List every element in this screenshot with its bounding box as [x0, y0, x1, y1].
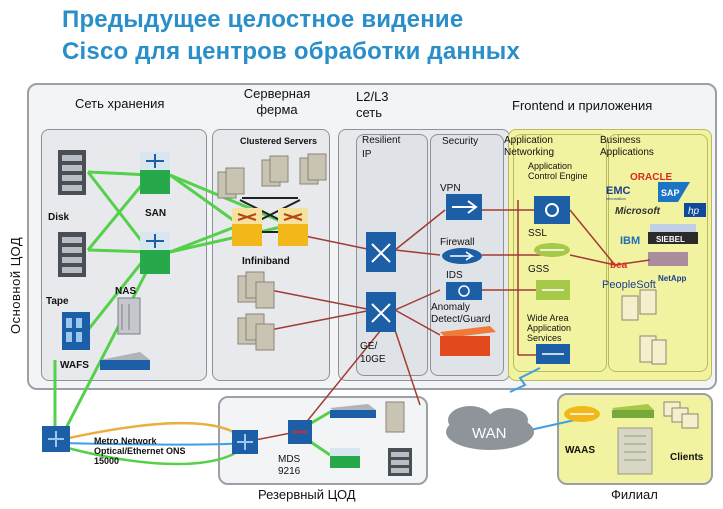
- oracle-logo: ORACLE: [630, 172, 673, 183]
- gss-appliance-icon: [536, 280, 570, 300]
- backup-router-icon: [330, 404, 376, 418]
- bea-logo: bea: [610, 260, 628, 271]
- anomaly-guard-label: Anomaly Detect/Guard: [431, 302, 491, 325]
- svg-text:information: information: [606, 196, 626, 201]
- server-farm-title: Серверная ферма: [243, 86, 311, 117]
- wan-cloud-icon: [446, 406, 534, 450]
- siebel-logo: SIEBEL: [648, 232, 698, 244]
- san-links: [53, 170, 331, 457]
- clustered-servers-label: Clustered Servers: [240, 136, 318, 146]
- gss-label: GSS: [528, 264, 550, 275]
- nas-label: NAS: [115, 286, 137, 297]
- metro-ons-icon: [42, 426, 70, 452]
- svg-text:ORACLE: ORACLE: [630, 172, 673, 183]
- branch-building-icon: [617, 427, 653, 475]
- backup-ons-icon: [232, 430, 258, 454]
- branch-waas-label: WAAS: [565, 445, 595, 456]
- branch-clients-label: Clients: [670, 452, 704, 463]
- ssl-label: SSL: [528, 228, 547, 239]
- peoplesoft-logo: PeopleSoft: [602, 279, 656, 291]
- business-apps-label: Business Applications: [600, 135, 654, 158]
- hp-logo: hp: [684, 203, 706, 217]
- wafs-label: WAFS: [60, 360, 89, 371]
- ace-label: Application Control Engine: [528, 161, 588, 181]
- mds-switch-icon: [288, 420, 312, 444]
- frontend-title: Frontend и приложения: [512, 98, 653, 113]
- disk-array-icon: [58, 232, 86, 277]
- anomaly-guard-icon: [440, 326, 496, 356]
- core-switch-icon: [366, 292, 396, 332]
- disk-label: Disk: [48, 212, 70, 223]
- app-networking-label: Application Networking: [504, 135, 555, 158]
- ids-label: IDS: [446, 270, 463, 281]
- svg-text:NetApp: NetApp: [658, 274, 687, 283]
- security-label: Security: [442, 136, 479, 147]
- backup-datacenter-label: Резервный ЦОД: [258, 487, 356, 502]
- backup-disk-icon: [388, 448, 412, 476]
- backup-storage-switch-icon: [330, 448, 360, 468]
- clustered-servers-icon: [217, 153, 327, 351]
- nas-filer-icon: [117, 297, 141, 335]
- core-switch-icon: [366, 232, 396, 272]
- app-servers-icon: [621, 289, 667, 365]
- wafs-appliance-icon: [100, 352, 150, 370]
- svg-text:EMC: EMC: [606, 185, 631, 197]
- branch-waas-router-icon: [564, 406, 600, 422]
- backup-server-icon: [385, 401, 405, 433]
- svg-text:hp: hp: [688, 206, 700, 217]
- waas-core-icon: [536, 344, 570, 364]
- ace-module-icon: [534, 196, 570, 224]
- svg-text:bea: bea: [610, 260, 628, 271]
- firewall-icon: [442, 248, 482, 264]
- l2l3-title: L2/L3 сеть: [356, 89, 389, 120]
- san-switch-icon: [140, 152, 170, 194]
- netapp-logo: NetApp: [658, 274, 687, 283]
- san-label: SAN: [145, 208, 167, 219]
- ids-sensor-icon: [446, 282, 482, 300]
- vpn-label: VPN: [440, 183, 461, 194]
- infiniband-switch-icon: [232, 208, 262, 246]
- wan-label: WAN: [472, 425, 507, 442]
- sap-logo: SAP: [658, 182, 690, 202]
- microsoft-logo: Microsoft: [615, 206, 661, 217]
- waas-services-label: Wide Area Application Services: [527, 313, 572, 343]
- svg-text:SAP: SAP: [661, 188, 680, 198]
- svg-text:Microsoft: Microsoft: [615, 206, 661, 217]
- title-line-2: Cisco для центров обработки данных: [62, 38, 521, 65]
- tape-library-icon: [62, 312, 90, 350]
- infiniband-label: Infiniband: [242, 256, 290, 267]
- metro-network-label: Metro Network Optical/Ethernet ONS 15000: [94, 436, 186, 466]
- disk-array-icon: [58, 150, 86, 195]
- firewall-label: Firewall: [440, 237, 475, 248]
- infiniband-switch-icon: [278, 208, 308, 246]
- storage-section-title: Сеть хранения: [75, 96, 165, 111]
- svg-text:SIEBEL: SIEBEL: [656, 235, 685, 244]
- svg-text:IBM: IBM: [620, 235, 640, 247]
- ip-links: [244, 200, 651, 443]
- tape-label: Tape: [46, 296, 69, 307]
- branch-clients-icon: [663, 401, 699, 429]
- ibm-logo: IBM: [620, 235, 640, 247]
- resilient-ip-label: Resilient IP: [362, 135, 401, 160]
- svg-text:PeopleSoft: PeopleSoft: [602, 279, 656, 291]
- mds-label: MDS 9216: [278, 454, 301, 477]
- branch-label: Филиал: [611, 487, 658, 502]
- vpn-concentrator-icon: [446, 194, 482, 220]
- ssl-router-icon: [534, 243, 570, 257]
- san-switch-icon: [140, 232, 170, 274]
- ge-10ge-label: GE/ 10GE: [360, 341, 386, 365]
- title-line-1: Предыдущее целостное видение: [62, 6, 464, 33]
- branch-switch-icon: [612, 404, 654, 418]
